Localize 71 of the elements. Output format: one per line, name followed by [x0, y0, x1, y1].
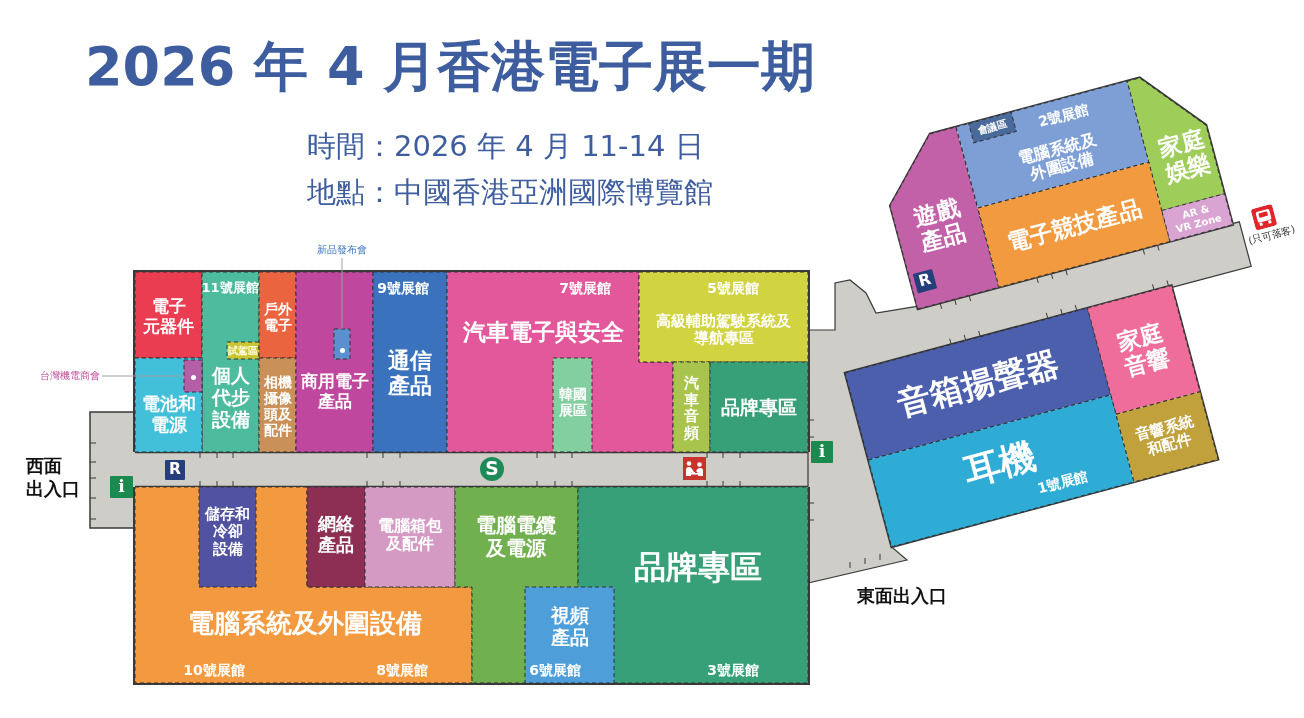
title: 2026 年 4 月香港電子展一期: [85, 35, 816, 100]
zone-label: 會議區: [976, 118, 1009, 137]
zone-label: 網絡產品: [318, 514, 354, 556]
zone-label: 電池和電源: [141, 394, 196, 436]
hall-label: 3號展館: [707, 661, 759, 679]
info-text: 時間：2026 年 4 月 11-14 日: [307, 128, 704, 165]
zone-label: AR & VR Zone: [1173, 201, 1223, 235]
hall-label: 8號展館: [376, 661, 428, 679]
zone-label: 電子元器件: [143, 297, 194, 337]
exhibit-zone: [135, 358, 202, 452]
exhibit-zone: [199, 487, 256, 587]
exhibit-zone: [1161, 193, 1233, 242]
booth-box: [184, 360, 202, 392]
zone-label: 高級輔助駕駛系統及導航專區: [656, 313, 791, 347]
entrance-label: 東面出入口: [857, 585, 947, 608]
zone-label: 品牌專區: [634, 548, 762, 586]
zone-label: 汽車電子與安全: [462, 318, 624, 346]
hall-label: 2號展館: [1036, 100, 1091, 131]
exhibit-zone: [307, 487, 365, 587]
booth-box: [334, 329, 350, 359]
leader-line: [101, 375, 185, 377]
exhibit-zone: [968, 112, 1017, 143]
exhibit-zone: [639, 272, 808, 362]
r-sign: R: [165, 460, 185, 480]
hall-label: 10號展館: [183, 661, 245, 679]
zone-label: 家庭娛樂: [1156, 124, 1215, 187]
callout-label: 新品發布會: [317, 244, 367, 256]
zone-label: 電腦箱包及配件: [378, 516, 442, 554]
zone-label: 電腦系統及外圍設備: [188, 609, 422, 639]
zone-label: 商用電子產品: [300, 372, 369, 412]
zone-label: 音響系統和配件: [1133, 412, 1197, 462]
exhibit-zone: [259, 358, 296, 452]
zone-label: 遊戲產品: [910, 193, 970, 257]
zone-label: 家庭音響: [1114, 318, 1173, 382]
exhibit-zone: [135, 272, 202, 358]
zone-label: 音箱揚聲器: [893, 344, 1063, 424]
zone-label: 汽車音頻: [684, 375, 699, 441]
exhibit-zone: [710, 362, 808, 452]
zone-label: 韓國展區: [558, 385, 587, 419]
zone-label: 相機攝像頭及配件: [263, 373, 292, 439]
zone-label: 通信產品: [388, 347, 432, 399]
zone-label: 視頻產品: [550, 605, 589, 649]
exhibit-zone: [1115, 391, 1219, 482]
hall-label: 6號展館: [529, 661, 581, 679]
hall-label: 7號展館: [559, 279, 611, 297]
note-text: (只可落客): [1247, 222, 1297, 248]
info-text: 地點：中國香港亞洲國際博覽館: [307, 174, 713, 211]
zone-label: 戶外電子: [263, 300, 292, 334]
exhibit-zone: [259, 272, 296, 358]
entrance-label: 西面出入口: [26, 454, 80, 501]
hall-label: 5號展館: [707, 279, 759, 297]
zone-label: 電腦電纜及電源: [476, 514, 556, 560]
zone-label: 電子競技產品: [1004, 195, 1145, 257]
leader-line: [341, 257, 343, 330]
zone-label: 個人代步設備: [211, 365, 250, 431]
exhibit-zone: [296, 272, 373, 452]
exhibit-zone: [365, 487, 455, 587]
zone-label: 儲存和冷卻設備: [205, 506, 250, 558]
zone-label: 電腦系統及外圍設備: [1016, 130, 1100, 186]
exhibit-zone: [525, 587, 614, 683]
hall-label: 11號展館: [201, 280, 259, 296]
exhibit-zone: [202, 272, 259, 452]
exhibit-zone: [373, 272, 447, 452]
zone-label: 品牌專區: [721, 397, 797, 419]
exhibit-zone: [553, 358, 592, 452]
info-sign: i: [110, 476, 133, 498]
info-sign: i: [811, 441, 833, 463]
callout-label: 台灣機電商會: [40, 370, 100, 382]
hall-label: 9號展館: [377, 279, 429, 297]
zone-label: 試駕區: [228, 344, 258, 357]
exhibit-zone: [673, 362, 710, 452]
